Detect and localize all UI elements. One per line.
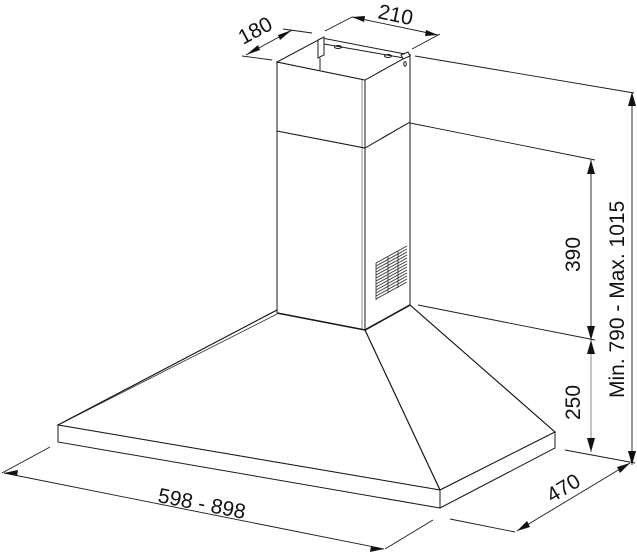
dim-total-height bbox=[628, 92, 636, 465]
vent-grille bbox=[375, 245, 408, 300]
dim-chimney-depth bbox=[241, 28, 313, 61]
dim-hood-width bbox=[1, 446, 434, 552]
chimney-lower bbox=[276, 121, 411, 331]
label-total-height: Min. 790 - Max. 1015 bbox=[606, 201, 629, 398]
label-hood-depth: 470 bbox=[543, 470, 585, 508]
extension-lines-right bbox=[409, 55, 636, 464]
dim-chimney-height bbox=[587, 160, 595, 340]
dim-chimney-width bbox=[324, 16, 441, 50]
label-chimney-width: 210 bbox=[376, 0, 415, 30]
label-chimney-height: 390 bbox=[562, 237, 585, 272]
dim-hood-depth bbox=[449, 462, 631, 533]
chimney-upper bbox=[275, 36, 412, 149]
label-chimney-depth: 180 bbox=[235, 13, 277, 50]
hood-body bbox=[56, 304, 556, 509]
label-hood-height: 250 bbox=[562, 385, 585, 420]
label-hood-width: 598 - 898 bbox=[156, 484, 248, 524]
dim-hood-height bbox=[587, 340, 595, 452]
